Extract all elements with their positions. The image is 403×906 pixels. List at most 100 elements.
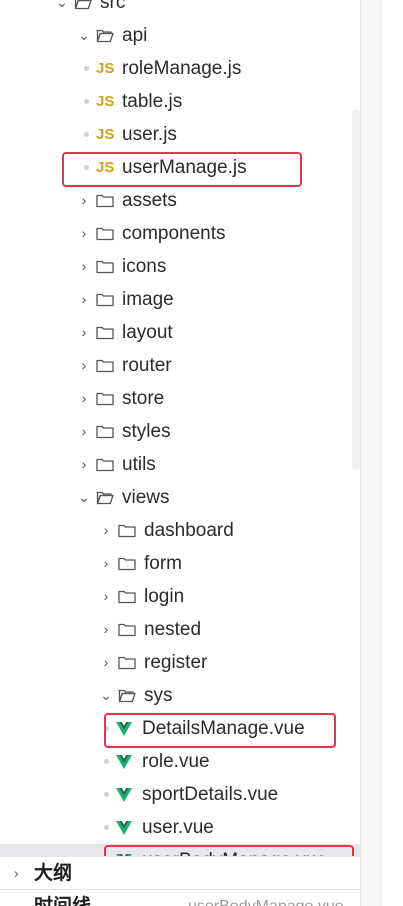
- tree-item-form[interactable]: ›form: [0, 547, 360, 580]
- tree-item-label: table.js: [122, 91, 183, 112]
- tree-item-label: icons: [122, 256, 167, 277]
- folder-icon: [118, 589, 136, 604]
- tree-item-icons[interactable]: › icons: [0, 250, 360, 283]
- folder-icon: [118, 556, 136, 571]
- tree-item-router[interactable]: › router: [0, 349, 360, 382]
- chevron-right-icon: ›: [81, 291, 87, 307]
- tree-item-label: user.vue: [142, 817, 214, 838]
- indent-dot: [104, 726, 109, 731]
- tree-item-label: user.js: [122, 124, 177, 145]
- tree-item-label: api: [122, 25, 148, 46]
- folder-open-icon: [118, 688, 136, 703]
- folder-icon: [96, 424, 114, 439]
- tree-item-styles[interactable]: › styles: [0, 415, 360, 448]
- indent-dot: [104, 792, 109, 797]
- tree-item-components[interactable]: ›components: [0, 217, 360, 250]
- outline-title: 大纲: [34, 863, 73, 884]
- scrollbar[interactable]: [352, 110, 360, 470]
- indent-dot: [84, 99, 89, 104]
- javascript-file-icon: JS: [96, 60, 115, 77]
- chevron-right-icon: ›: [81, 258, 87, 274]
- tree-item-label: DetailsManage.vue: [142, 718, 305, 739]
- chevron-down-icon: ⌄: [14, 898, 26, 906]
- tree-item-views[interactable]: ⌄views: [0, 481, 360, 514]
- folder-open-icon: [96, 28, 114, 43]
- folder-icon: [96, 259, 114, 274]
- indent-dot: [84, 132, 89, 137]
- javascript-file-icon: JS: [96, 93, 115, 110]
- tree-item-image[interactable]: › image: [0, 283, 360, 316]
- chevron-right-icon: ›: [103, 522, 109, 538]
- chevron-right-icon: ›: [81, 390, 87, 406]
- tree-item-label: form: [144, 553, 182, 574]
- tree-item-store[interactable]: › store: [0, 382, 360, 415]
- folder-icon: [96, 226, 114, 241]
- vue-file-icon: [116, 821, 132, 835]
- chevron-right-icon: ›: [81, 324, 87, 340]
- tree-item-label: components: [122, 223, 226, 244]
- tree-item-label: assets: [122, 190, 177, 211]
- tree-item-sportdetails-vue[interactable]: sportDetails.vue: [0, 778, 360, 811]
- tree-item-register[interactable]: › register: [0, 646, 360, 679]
- folder-icon: [96, 325, 114, 340]
- chevron-right-icon: ›: [103, 654, 109, 670]
- tree-item-label: store: [122, 388, 165, 409]
- tree-item-nested[interactable]: › nested: [0, 613, 360, 646]
- chevron-right-icon: ›: [103, 621, 109, 637]
- vue-file-icon: [116, 788, 132, 802]
- tree-item-label: src: [100, 0, 126, 13]
- chevron-right-icon: ›: [81, 192, 87, 208]
- timeline-section-header[interactable]: ⌄ 时间线 userBodyManage.vue: [0, 889, 360, 906]
- chevron-right-icon: ›: [81, 357, 87, 373]
- tree-item-role-vue[interactable]: role.vue: [0, 745, 360, 778]
- tree-item-sys[interactable]: ⌄sys: [0, 679, 360, 712]
- chevron-right-icon: ›: [14, 865, 19, 881]
- chevron-down-icon: ⌄: [78, 27, 90, 43]
- tree-item-label: utils: [122, 454, 156, 475]
- tree-item-detailsmanage-vue[interactable]: DetailsManage.vue: [0, 712, 360, 748]
- tree-item-layout[interactable]: ›layout: [0, 316, 360, 349]
- folder-open-icon: [74, 0, 92, 10]
- folder-icon: [118, 655, 136, 670]
- tree-item-label: router: [122, 355, 172, 376]
- tree-item-label: register: [144, 652, 208, 673]
- tree-item-utils[interactable]: › utils: [0, 448, 360, 481]
- tree-item-dashboard[interactable]: › dashboard: [0, 514, 360, 547]
- indent-dot: [104, 759, 109, 764]
- tree-item-label: nested: [144, 619, 202, 640]
- tree-item-table-js[interactable]: JS table.js: [0, 85, 360, 118]
- tree-item-src[interactable]: ⌄ src: [0, 0, 360, 19]
- indent-dot: [104, 825, 109, 830]
- outline-section-header[interactable]: › 大纲: [0, 856, 360, 890]
- tree-item-label: sys: [144, 685, 173, 706]
- tree-item-assets[interactable]: › assets: [0, 184, 360, 217]
- tree-item-usermanage-js[interactable]: JS userManage.js: [0, 151, 360, 187]
- timeline-title: 时间线: [34, 890, 91, 906]
- vue-file-icon: [116, 755, 132, 769]
- tree-item-label: role.vue: [142, 751, 210, 772]
- tree-item-label: styles: [122, 421, 171, 442]
- tree-item-login[interactable]: › login: [0, 580, 360, 613]
- tree-item-api[interactable]: ⌄ api: [0, 19, 360, 52]
- chevron-right-icon: ›: [103, 588, 109, 604]
- tree-item-user-vue[interactable]: user.vue: [0, 811, 360, 844]
- tree-item-label: dashboard: [144, 520, 234, 541]
- folder-icon: [96, 358, 114, 373]
- tree-item-label: image: [122, 289, 174, 310]
- chevron-down-icon: ⌄: [56, 0, 68, 10]
- chevron-right-icon: ›: [81, 456, 87, 472]
- folder-icon: [96, 391, 114, 406]
- tree-item-user-js[interactable]: JS user.js: [0, 118, 360, 151]
- chevron-down-icon: ⌄: [78, 489, 90, 505]
- tree-item-label: login: [144, 586, 185, 607]
- folder-icon: [118, 523, 136, 538]
- javascript-file-icon: JS: [96, 126, 115, 143]
- tree-item-label: userManage.js: [122, 157, 247, 178]
- editor-area: [361, 0, 403, 906]
- chevron-right-icon: ›: [81, 423, 87, 439]
- javascript-file-icon: JS: [96, 159, 115, 176]
